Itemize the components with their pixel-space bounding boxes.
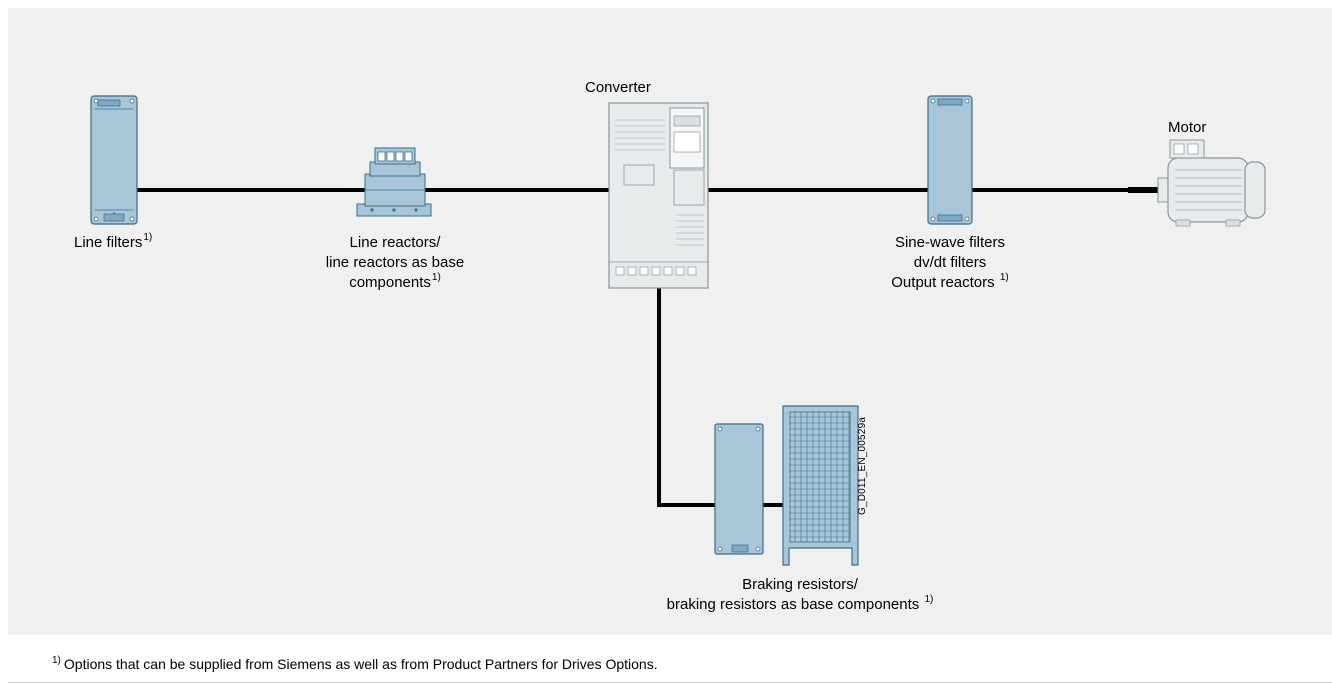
line-filters-note: 1) [143, 232, 153, 243]
braking-resistors-label: Braking resistors/ braking resistors as … [640, 575, 960, 615]
output-devices-label: Sine-wave filters dv/dt filters Output r… [860, 233, 1040, 293]
line-reactors-line3: components [349, 274, 431, 291]
motor-label: Motor [1168, 119, 1207, 136]
footnote: 1)Options that can be supplied from Siem… [52, 654, 658, 674]
motor-device [1128, 139, 1266, 227]
converter-to-braking-line [657, 288, 715, 507]
output-devices-note: 1) [999, 272, 1009, 283]
braking-resistors-line1: Braking resistors/ [742, 576, 858, 593]
line-reactors-line1: Line reactors/ [349, 234, 441, 251]
connection-lines [137, 188, 1160, 507]
braking-resistors-line2-wrap: braking resistors as base components 1) [640, 595, 960, 615]
line-filters-text: Line filters [74, 234, 143, 251]
braking-resistor-large-device [782, 405, 859, 566]
braking-resistors-line2: braking resistors as base components [666, 596, 920, 613]
braking-resistor-small-device [714, 423, 764, 555]
line-reactors-line2: line reactors as base [325, 254, 465, 271]
output-filter-device [927, 95, 973, 225]
line-reactors-line3-wrap: components1) [300, 273, 490, 293]
braking-resistors-note: 1) [924, 594, 934, 605]
output-devices-line2: dv/dt filters [913, 254, 987, 271]
line-reactors-note: 1) [431, 272, 441, 283]
converter-label: Converter [585, 79, 651, 96]
converter-device [608, 102, 709, 289]
output-devices-line3: Output reactors [891, 274, 995, 291]
line-filter-device [90, 95, 138, 225]
footnote-mark: 1) [52, 655, 61, 666]
output-devices-line1: Sine-wave filters [894, 234, 1006, 251]
line-reactors-label: Line reactors/ line reactors as base com… [300, 233, 490, 293]
document-id: G_D011_EN_00529a [857, 416, 868, 515]
output-devices-line3-wrap: Output reactors 1) [860, 273, 1040, 293]
line-reactor-device [356, 147, 432, 217]
line-filters-label: Line filters1) [74, 233, 152, 253]
footnote-text: Options that can be supplied from Siemen… [63, 656, 658, 672]
